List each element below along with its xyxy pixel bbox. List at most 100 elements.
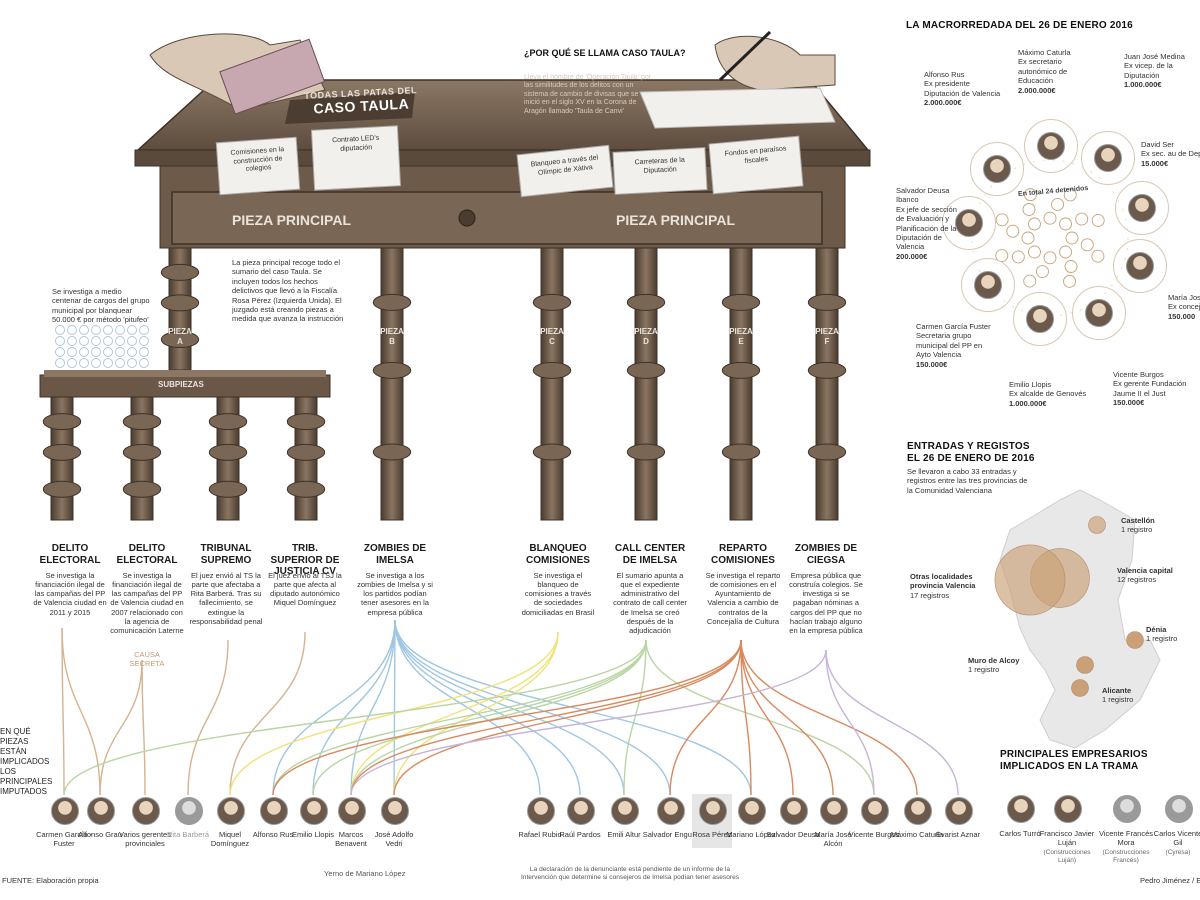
- leg-turning: [208, 443, 248, 461]
- pitufeo-circle: [91, 336, 101, 346]
- connection-line: [229, 631, 306, 796]
- person-photo: [611, 797, 639, 825]
- connection-line: [272, 639, 742, 796]
- folder-label: Comisiones en la construcción de colegio…: [230, 146, 285, 173]
- leg-shaft: [540, 247, 564, 521]
- left-question: EN QUÉ PIEZAS ESTÁN IMPLICADOS LOS PRINC…: [0, 727, 53, 796]
- connection-line: [99, 659, 143, 796]
- macro-photo-ring: [1072, 286, 1126, 340]
- connection-line: [312, 639, 647, 796]
- branch-text: El juez envió al TSJ la parte que afecta…: [268, 571, 342, 608]
- leg-label-letter: F: [824, 337, 830, 347]
- leg-turning: [807, 293, 847, 311]
- title-plate: [285, 92, 415, 124]
- branch-title: DELITO ELECTORAL: [39, 543, 101, 566]
- connection-line: [393, 619, 396, 796]
- person-name: Salvador Deusa: [766, 830, 820, 839]
- empresario-company: (Construcciones Francés): [1102, 849, 1150, 864]
- map-bubble: [1076, 656, 1094, 674]
- macro-photo-ring: [1013, 292, 1067, 346]
- connection-line: [740, 639, 834, 796]
- map-place-name: Otras localidades provincia Valencia: [910, 572, 976, 591]
- leg-turning: [532, 443, 572, 461]
- leg-turning: [286, 413, 326, 431]
- leg-shaft: [815, 247, 839, 521]
- detainee-circle: [1063, 274, 1076, 288]
- empresario-company: (Construcciones Luján): [1043, 849, 1091, 864]
- drawer: [171, 191, 823, 245]
- connection-line: [623, 639, 647, 796]
- detainee-circle: [1027, 245, 1041, 259]
- pitufeo-circle: [67, 325, 77, 335]
- detainee-circle: [1021, 231, 1035, 245]
- branch-title: DELITO ELECTORAL: [116, 543, 178, 566]
- pitufeo-circle: [115, 325, 125, 335]
- connection-line: [645, 639, 875, 796]
- pitufeo-circle: [127, 336, 137, 346]
- macro-person-name: Alfonso Rus: [924, 70, 965, 79]
- leg-label-letter: A: [177, 337, 183, 347]
- person-name: Máximo Caturla: [890, 830, 944, 839]
- folder-paper-icon: [708, 135, 804, 195]
- macro-person-photo: [983, 155, 1011, 183]
- pitufeo-circle: [67, 347, 77, 357]
- leg-turning: [626, 361, 666, 379]
- map-place-name: Muro de Alcoy: [968, 656, 1020, 665]
- map-place-name: Dénia: [1146, 625, 1167, 634]
- branch-text: Se investiga el reparto de comisiones en…: [705, 571, 781, 626]
- pitufeo-circle: [127, 325, 137, 335]
- connection-line: [350, 649, 827, 796]
- macro-person-photo: [1126, 252, 1154, 280]
- folder-paper-icon: [215, 136, 301, 196]
- person-photo: [87, 797, 115, 825]
- person-photo: [657, 797, 685, 825]
- leg-label-word: PIEZA: [540, 327, 564, 336]
- pitufeo-circle: [67, 336, 77, 346]
- pitufeo-circle: [79, 347, 89, 357]
- detainee-circle: [1059, 245, 1073, 259]
- empresario-name: Francisco Javier Luján: [1039, 829, 1095, 847]
- folder-paper-icon: [310, 125, 402, 191]
- macro-person-role: Ex gerente Fundación Jaume II el Just: [1113, 379, 1187, 398]
- connection-line: [187, 639, 229, 796]
- subpiezas-label: SUBPIEZAS: [158, 380, 204, 389]
- branch-text: Se investiga el blanqueo de comisiones a…: [521, 571, 595, 617]
- folder-shapes: [215, 125, 804, 198]
- detainee-circle: [1043, 211, 1057, 225]
- leg-turning: [807, 443, 847, 461]
- person-name: Alfonso Grau: [78, 830, 122, 839]
- detainee-circle: [1091, 249, 1105, 263]
- macro-person-role: Ex vicep. de la Diputación: [1124, 61, 1173, 80]
- branch-text: Se investiga a los zombies de Imelsa y s…: [357, 571, 433, 617]
- macro-person-photo: [1085, 299, 1113, 327]
- leg-shaft: [380, 247, 404, 521]
- person-name: Salvador Enguix: [642, 830, 698, 839]
- branch-title: ZOMBIES DE IMELSA: [363, 543, 427, 566]
- detainee-circle: [1051, 198, 1064, 211]
- macro-person-amount: 2.000.000€: [924, 98, 962, 108]
- macro-photo-ring: [1115, 181, 1169, 235]
- connection-line: [350, 639, 647, 796]
- pitufeo-circle: [115, 336, 125, 346]
- leg-turning: [208, 480, 248, 498]
- leg-turning: [160, 294, 200, 312]
- person-photo: [175, 797, 203, 825]
- person-name: María José Alcón: [814, 830, 852, 848]
- macro-ring: [971, 159, 1129, 317]
- detainee-circle: [1024, 188, 1037, 202]
- branch-text: Se investiga la financiación ilegal de l…: [110, 571, 184, 635]
- banknote-icon: [219, 38, 326, 115]
- branch-title: CALL CENTER DE IMELSA: [614, 543, 686, 566]
- macro-person-amount: 15.000€: [1141, 158, 1169, 168]
- leg-turning: [122, 413, 162, 431]
- map-place-count: 12 registros: [1117, 575, 1157, 585]
- leg-label-word: PIEZA: [634, 327, 658, 336]
- empresarios-title-line1: PRINCIPALES EMPRESARIOS: [1000, 749, 1148, 760]
- macro-person-photo: [955, 209, 983, 237]
- connection-line: [350, 639, 742, 796]
- person-name: Varios gerentes provinciales: [119, 830, 171, 848]
